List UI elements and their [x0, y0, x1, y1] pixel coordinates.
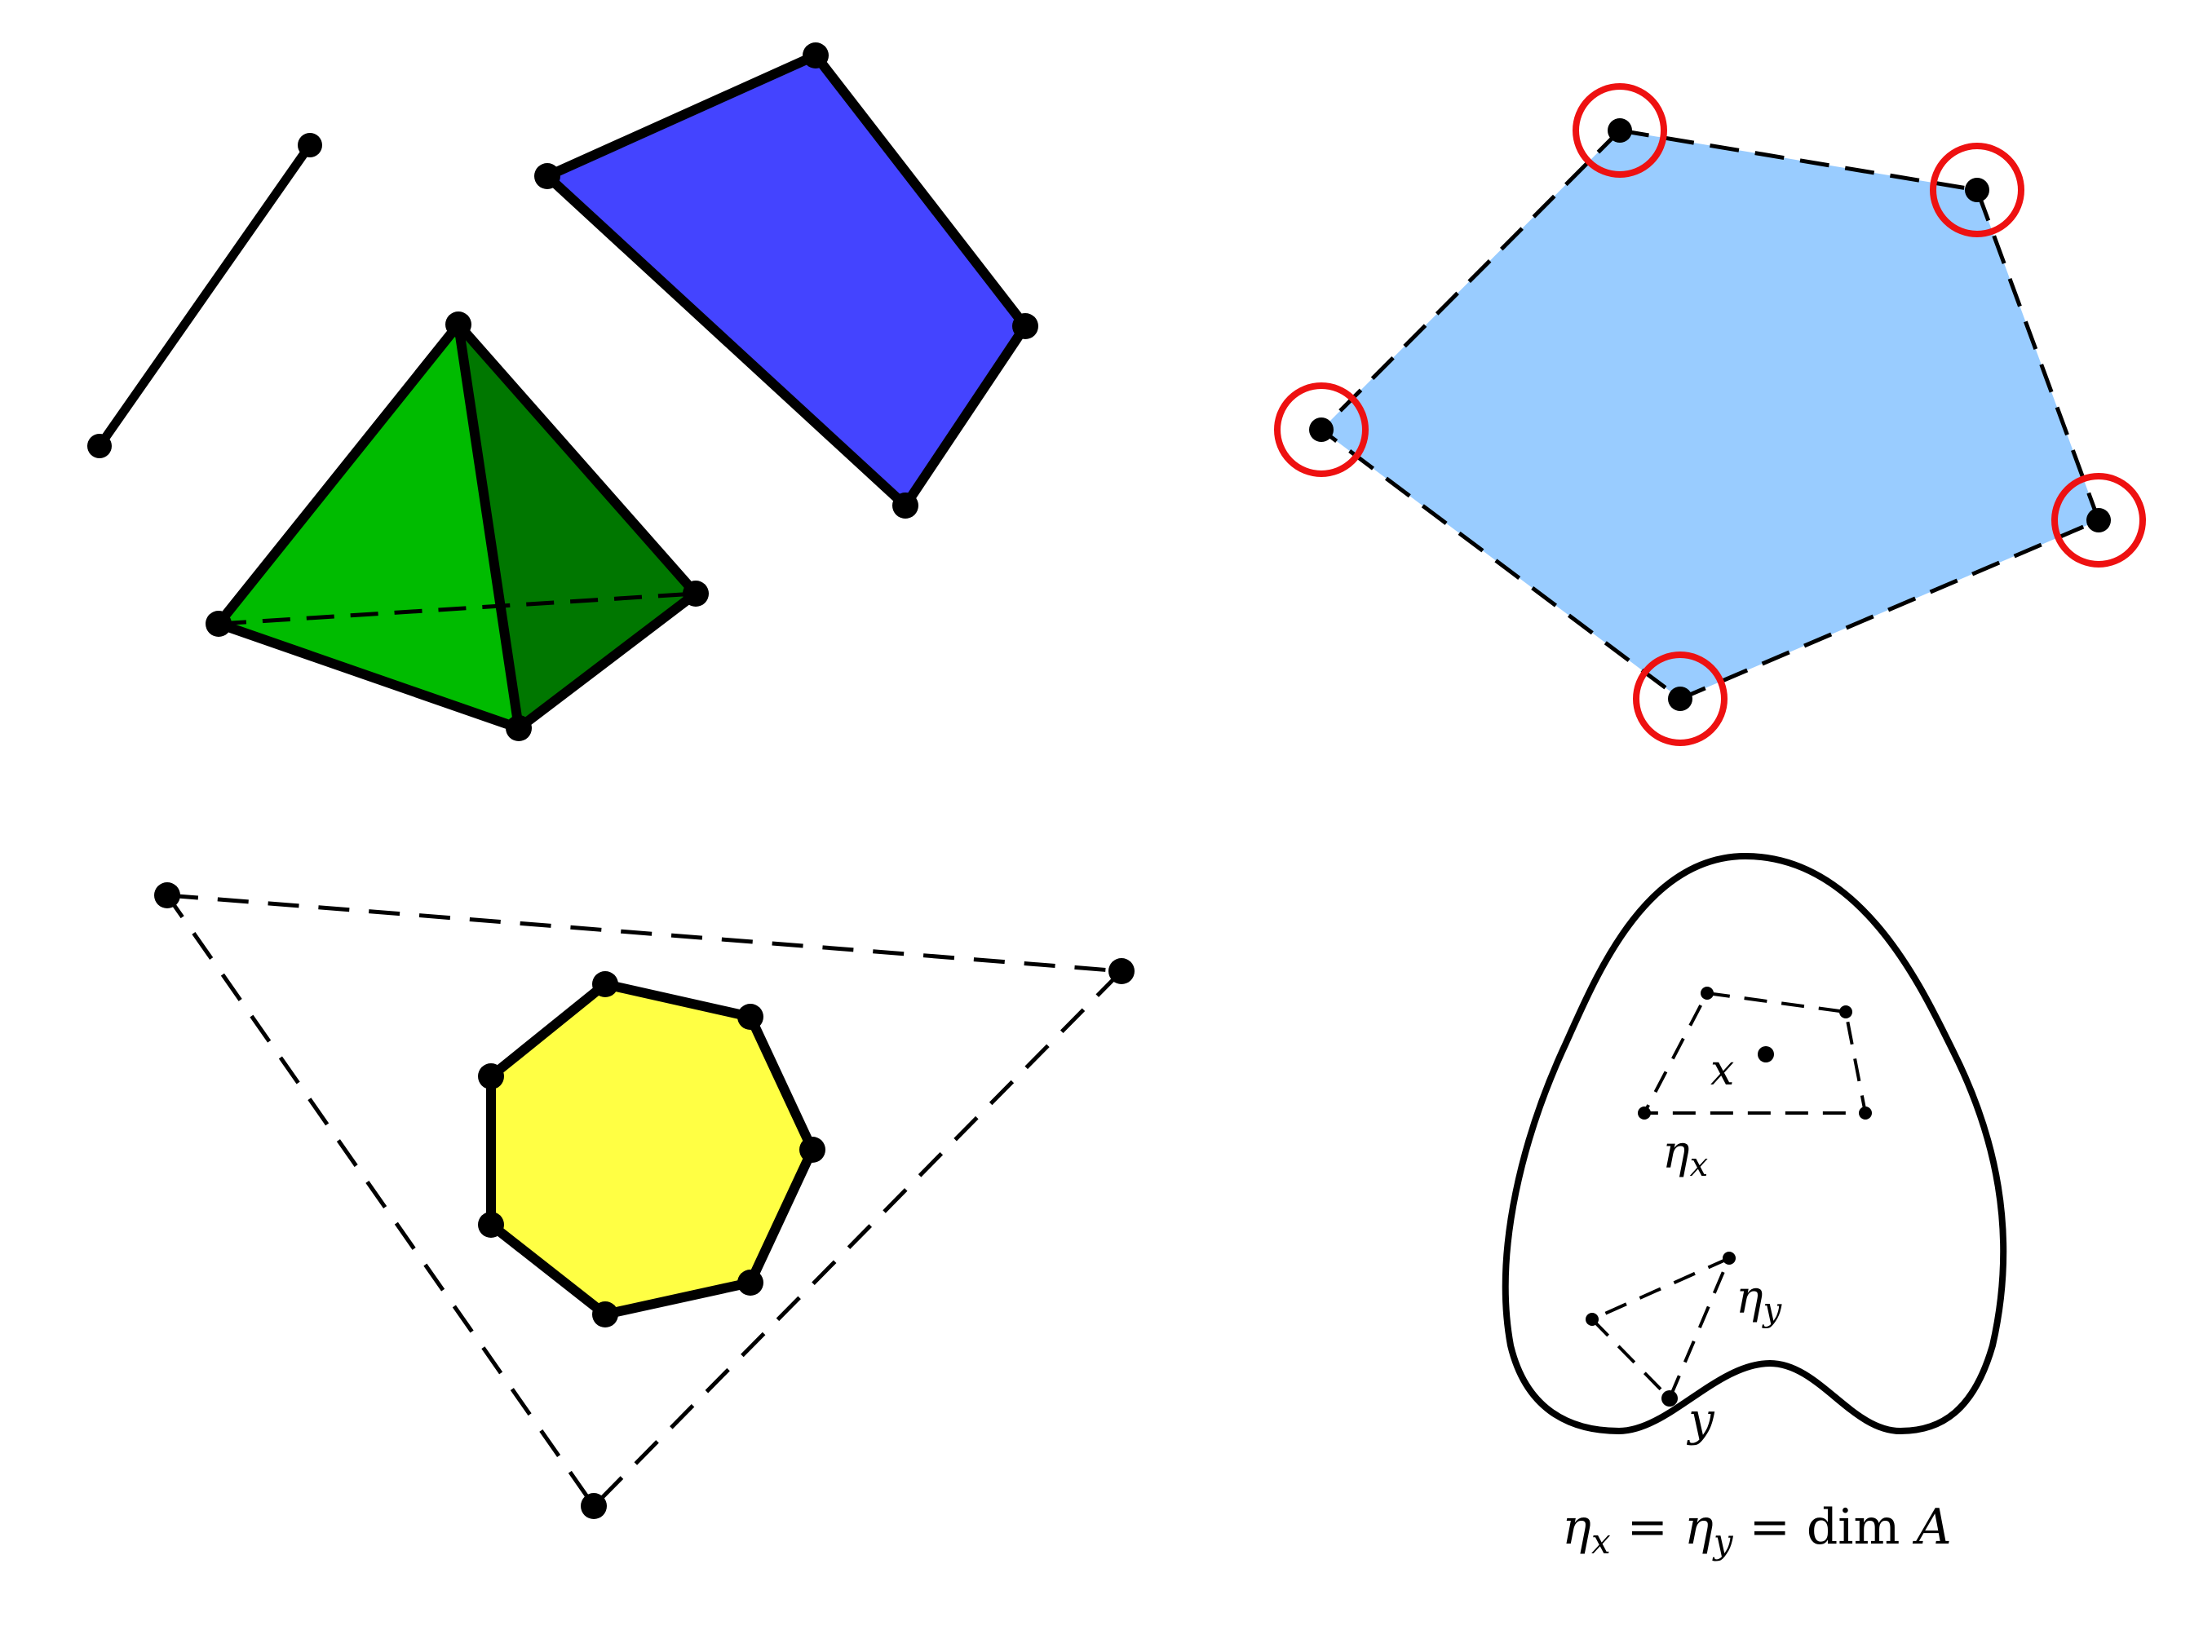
- pentagon-convex-hull: [1274, 83, 2146, 746]
- label-eta-x: ηx: [1662, 1126, 1708, 1184]
- pentagon-vertex: [2086, 508, 2111, 532]
- tetrahedron-hidden-edge: [218, 591, 697, 626]
- triangle-vertex: [154, 882, 180, 908]
- quadrilateral-vertex: [892, 493, 918, 519]
- simplex-eta-y: [1586, 1252, 1736, 1407]
- heptagon-vertex: [799, 1137, 825, 1163]
- quadrilateral-vertex: [803, 42, 829, 68]
- quadrilateral-face: [542, 51, 1030, 510]
- tetrahedron-vertex: [683, 581, 709, 607]
- segment-vertex: [87, 434, 112, 458]
- eta-subscript-x: x: [1690, 1146, 1709, 1184]
- heptagon-vertex: [478, 1063, 504, 1089]
- heptagon-face: [486, 979, 817, 1319]
- eta-subscript-y: y: [1762, 1292, 1783, 1329]
- tetrahedron-vertex: [445, 311, 471, 338]
- pentagon-vertex: [1309, 417, 1334, 442]
- heptagon-vertex: [737, 1270, 763, 1296]
- eq-equals: =: [1750, 1499, 1790, 1556]
- simplex-eta-y-edges: [1589, 1255, 1732, 1402]
- simplex-eta-x-vertex: [1859, 1106, 1872, 1120]
- tetrahedron-side-face: [458, 325, 696, 728]
- simplex-eta-x-vertex: [1638, 1106, 1651, 1120]
- quadrilateral-vertex: [1012, 313, 1038, 339]
- pentagon-vertex: [1668, 687, 1692, 711]
- label-x: x: [1710, 1046, 1734, 1095]
- eq-dim: dim: [1807, 1499, 1900, 1556]
- eta-symbol: η: [1662, 1126, 1690, 1179]
- dashed-triangle: [154, 882, 1135, 1519]
- pentagon-dashed-boundary: [1318, 128, 2102, 701]
- vertex-highlight-ring: [1274, 382, 1369, 477]
- point-y: [1661, 1390, 1678, 1407]
- pentagon-face: [1321, 130, 2099, 699]
- point-x: [1758, 1046, 1774, 1062]
- vertex-highlight-ring: [1930, 143, 2024, 237]
- segment-simplex: [87, 133, 322, 458]
- tetrahedron-vertex: [506, 715, 532, 741]
- simplex-eta-x-vertex: [1701, 987, 1714, 1000]
- simplex-eta-y-vertex: [1723, 1252, 1736, 1265]
- simplex-eta-y-vertex: [1586, 1313, 1599, 1326]
- simplex-eta-x: [1638, 987, 1872, 1120]
- vertex-highlight-ring: [1573, 83, 1667, 178]
- eq-A: A: [1912, 1499, 1951, 1556]
- heptagon-vertex: [592, 971, 618, 997]
- heptagon-vertex: [592, 1301, 618, 1327]
- label-y: y: [1686, 1394, 1715, 1447]
- segment-edge: [95, 142, 314, 449]
- label-eta-y: ηy: [1736, 1271, 1783, 1329]
- vertex-highlight-ring: [1633, 652, 1728, 746]
- green-tetrahedron: [206, 311, 709, 741]
- heptagon-vertex: [737, 1004, 763, 1030]
- eq-sub-y: y: [1712, 1522, 1734, 1561]
- tetrahedron-vertex: [206, 611, 232, 637]
- eta-symbol: η: [1736, 1271, 1763, 1324]
- heptagon-vertex: [478, 1212, 504, 1238]
- blob-set-A: [1502, 853, 2007, 1434]
- tetrahedron-front-edge: [453, 324, 524, 729]
- eq-eta: η: [1684, 1499, 1714, 1556]
- quadrilateral-vertex: [534, 163, 560, 189]
- eq-eta: η: [1562, 1499, 1591, 1556]
- triangle-vertex: [1108, 958, 1135, 984]
- eq-equals: =: [1627, 1499, 1668, 1556]
- pentagon-vertex: [1608, 118, 1632, 143]
- simplex-eta-x-edges: [1641, 991, 1868, 1115]
- vertex-highlight-ring: [2051, 473, 2146, 568]
- tetrahedron-front-face: [219, 325, 519, 728]
- pentagon-vertex: [1965, 178, 1989, 202]
- triangle-vertex: [581, 1493, 607, 1519]
- blue-quadrilateral: [534, 42, 1038, 519]
- segment-vertex: [298, 133, 322, 157]
- yellow-heptagon: [478, 971, 825, 1327]
- simplex-eta-x-vertex: [1839, 1005, 1852, 1018]
- blob-boundary: [1502, 853, 2007, 1434]
- triangle-dashed-boundary: [162, 893, 1126, 1509]
- eq-sub-x: x: [1591, 1522, 1611, 1561]
